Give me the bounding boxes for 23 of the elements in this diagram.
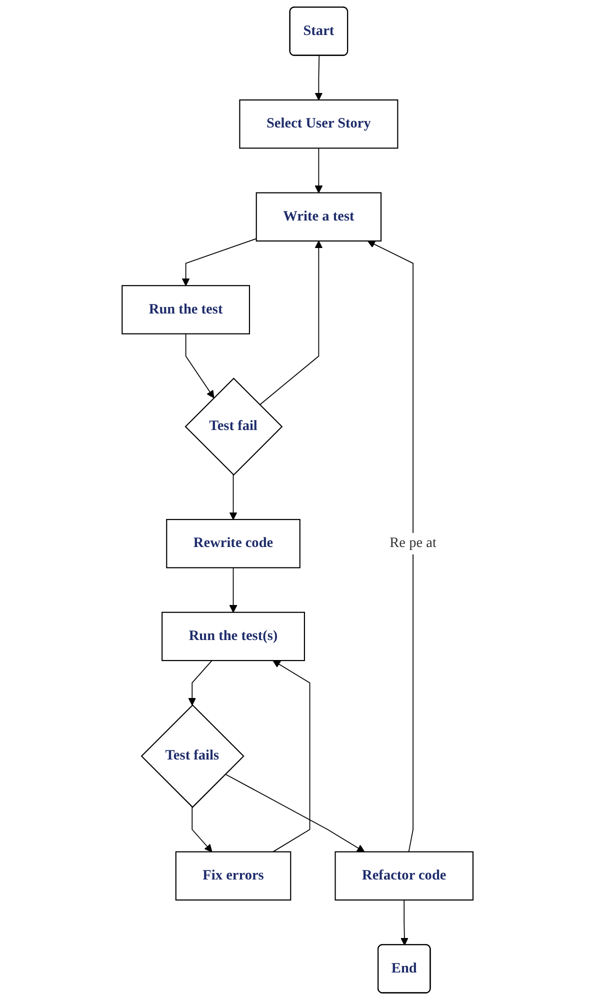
node-box: Rewrite code	[166, 518, 300, 568]
node-box: Refactor code	[334, 851, 474, 901]
arrow	[229, 474, 238, 520]
arrow	[185, 333, 214, 398]
arrow	[182, 238, 257, 286]
edge-label: Re pe at	[390, 536, 436, 551]
node-diamond: Test fail	[184, 378, 283, 476]
arrow	[314, 148, 323, 194]
node-box: Write a test	[256, 192, 382, 242]
arrow	[192, 806, 212, 852]
arrow	[314, 55, 323, 100]
node-diamond: Test fails	[140, 704, 244, 808]
arrow	[188, 660, 212, 706]
arrow	[400, 900, 408, 946]
node-box: Run the test	[122, 285, 250, 334]
node-box: Select User Story	[239, 99, 398, 149]
arrow	[367, 240, 414, 852]
arrow	[224, 774, 365, 852]
node-box: Run the test(s)	[161, 612, 305, 662]
arrow	[229, 567, 238, 613]
arrow	[272, 660, 310, 852]
arrow	[259, 240, 323, 406]
node-box: Fix errors	[175, 851, 292, 901]
